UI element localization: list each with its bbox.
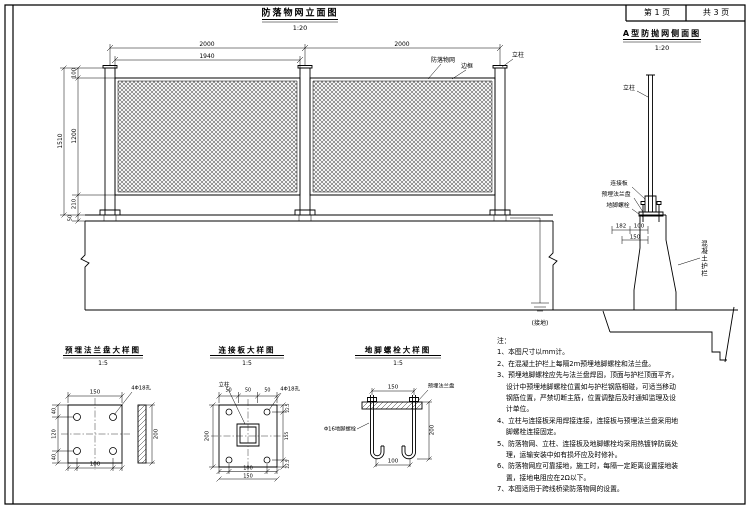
sheet-number: 第 1 页 xyxy=(643,8,671,17)
flange-detail-scale: 1:5 xyxy=(98,360,108,367)
side-dim-182: 182 xyxy=(615,223,627,230)
conn-detail-title: 连接板大样图 xyxy=(218,345,276,355)
flange-dim-bottom: 100 xyxy=(89,460,101,467)
dim-total-height: 1510 xyxy=(56,133,64,149)
dim-embed-depth: 50 xyxy=(67,214,74,222)
flange-dim-width: 150 xyxy=(89,389,101,396)
flange-dim-left-3: 40 xyxy=(51,453,58,461)
note-line: 6、防落物网应可靠接地，施工时，每隔一定距离设置接地装 xyxy=(497,462,679,471)
frame-border xyxy=(4,4,746,505)
conn-dim-right-2: 155 xyxy=(284,431,290,441)
note-line: 脚螺栓连接固定。 xyxy=(497,428,561,437)
anchor-dim-spacing: 150 xyxy=(387,384,399,391)
note-line: 3、预埋地脚螺栓应先与法兰盘焊固，顶面与护栏顶面平齐， xyxy=(497,371,679,380)
side-label-anchor-bolt: 地脚螺栓 xyxy=(606,203,630,210)
side-label-conn-plate: 连接板 xyxy=(610,181,628,188)
anchor-dim-hook: 100 xyxy=(387,457,399,464)
mesh-panels xyxy=(118,81,492,192)
side-label-post: 立柱 xyxy=(622,85,636,92)
conn-dim-top-2: 50 xyxy=(244,388,252,394)
sheet-total: 共 3 页 xyxy=(702,8,730,17)
conn-dim-right-1: 22.5 xyxy=(285,403,290,413)
note-line: 1、本图尺寸以mm计。 xyxy=(497,348,569,357)
note-line: 2、在混凝土护栏上每隔2m预埋地脚螺栓和法兰盘。 xyxy=(497,359,656,368)
note-line: 钢筋位置，严禁切断主筋，位置调整后及时通知监理及设 xyxy=(497,394,676,402)
note-line: 5、防落物网、立柱、连接板及地脚螺栓均采用热镀锌防腐处 xyxy=(497,439,679,448)
conn-holes-label: 4Φ18孔 xyxy=(280,386,300,393)
conn-dim-right-3: 22.5 xyxy=(285,459,290,469)
anchor-flange-label: 预埋法兰盘 xyxy=(427,383,455,390)
label-post: 立柱 xyxy=(511,52,525,59)
note-line: 置，接地电阻应在2Ω以下。 xyxy=(497,473,591,482)
anchor-detail-title: 地脚螺栓大样图 xyxy=(364,345,432,355)
conn-dim-bottom-total: 150 xyxy=(243,473,253,479)
conn-post-label: 立柱 xyxy=(218,382,230,389)
note-line: 注： xyxy=(497,337,511,345)
note-line: 计单位。 xyxy=(497,405,534,414)
side-dim-150: 150 xyxy=(629,233,641,240)
label-frame: 边框 xyxy=(460,63,474,70)
dim-base-height: 210 xyxy=(70,198,77,210)
note-line: 理，运输安装中如有损坏应及时修补。 xyxy=(497,451,622,459)
elevation-title: 防落物网立面图 xyxy=(261,8,339,19)
flange-dim-left-2: 120 xyxy=(51,429,58,439)
sideview-scale: 1:20 xyxy=(654,43,670,52)
side-label-barrier: 混凝土护栏 xyxy=(699,240,708,278)
side-dim-100: 100 xyxy=(633,223,645,230)
dim-inner-span: 1940 xyxy=(199,52,215,60)
flange-dim-left-1: 40 xyxy=(51,407,58,415)
label-net: 防落物网 xyxy=(430,57,456,64)
conn-dim-top-1: 50 xyxy=(225,388,232,394)
dim-span-1: 2000 xyxy=(199,40,215,48)
dimension-lines xyxy=(52,21,701,482)
dim-span-2: 2000 xyxy=(394,40,410,48)
conn-dim-bottom-inner: 100 xyxy=(243,465,253,471)
flange-holes-label: 4Φ18孔 xyxy=(131,385,151,392)
flange-dim-profile: 200 xyxy=(152,428,159,440)
note-line: 7、本图适用于跨线桥梁防落物网的设置。 xyxy=(497,485,624,494)
anchor-bolt-label: Φ16地脚螺栓 xyxy=(323,426,357,433)
conn-dim-top-3: 50 xyxy=(264,388,271,394)
note-line: 设计中预埋地脚螺栓位置如与护栏钢筋相碰，可适当移动 xyxy=(497,382,676,391)
dim-top-height: 100 xyxy=(70,67,77,79)
conn-detail-scale: 1:5 xyxy=(242,360,252,367)
flange-detail-title: 预埋法兰盘大样图 xyxy=(65,345,141,355)
anchor-detail-scale: 1:5 xyxy=(393,360,403,367)
elevation-scale: 1:20 xyxy=(292,23,308,32)
sideview-title: A型防抛网侧面图 xyxy=(622,29,702,38)
side-label-flange: 预埋法兰盘 xyxy=(601,192,631,199)
dim-mesh-height: 1200 xyxy=(70,128,78,144)
conn-dim-left: 200 xyxy=(204,430,211,442)
main-outlines xyxy=(63,19,738,468)
anchor-dim-length: 200 xyxy=(429,424,436,436)
label-grounding: (接地) xyxy=(531,320,549,327)
note-line: 4、立柱与连接板采用焊接连接，连接板与预埋法兰盘采用地 xyxy=(497,416,679,425)
